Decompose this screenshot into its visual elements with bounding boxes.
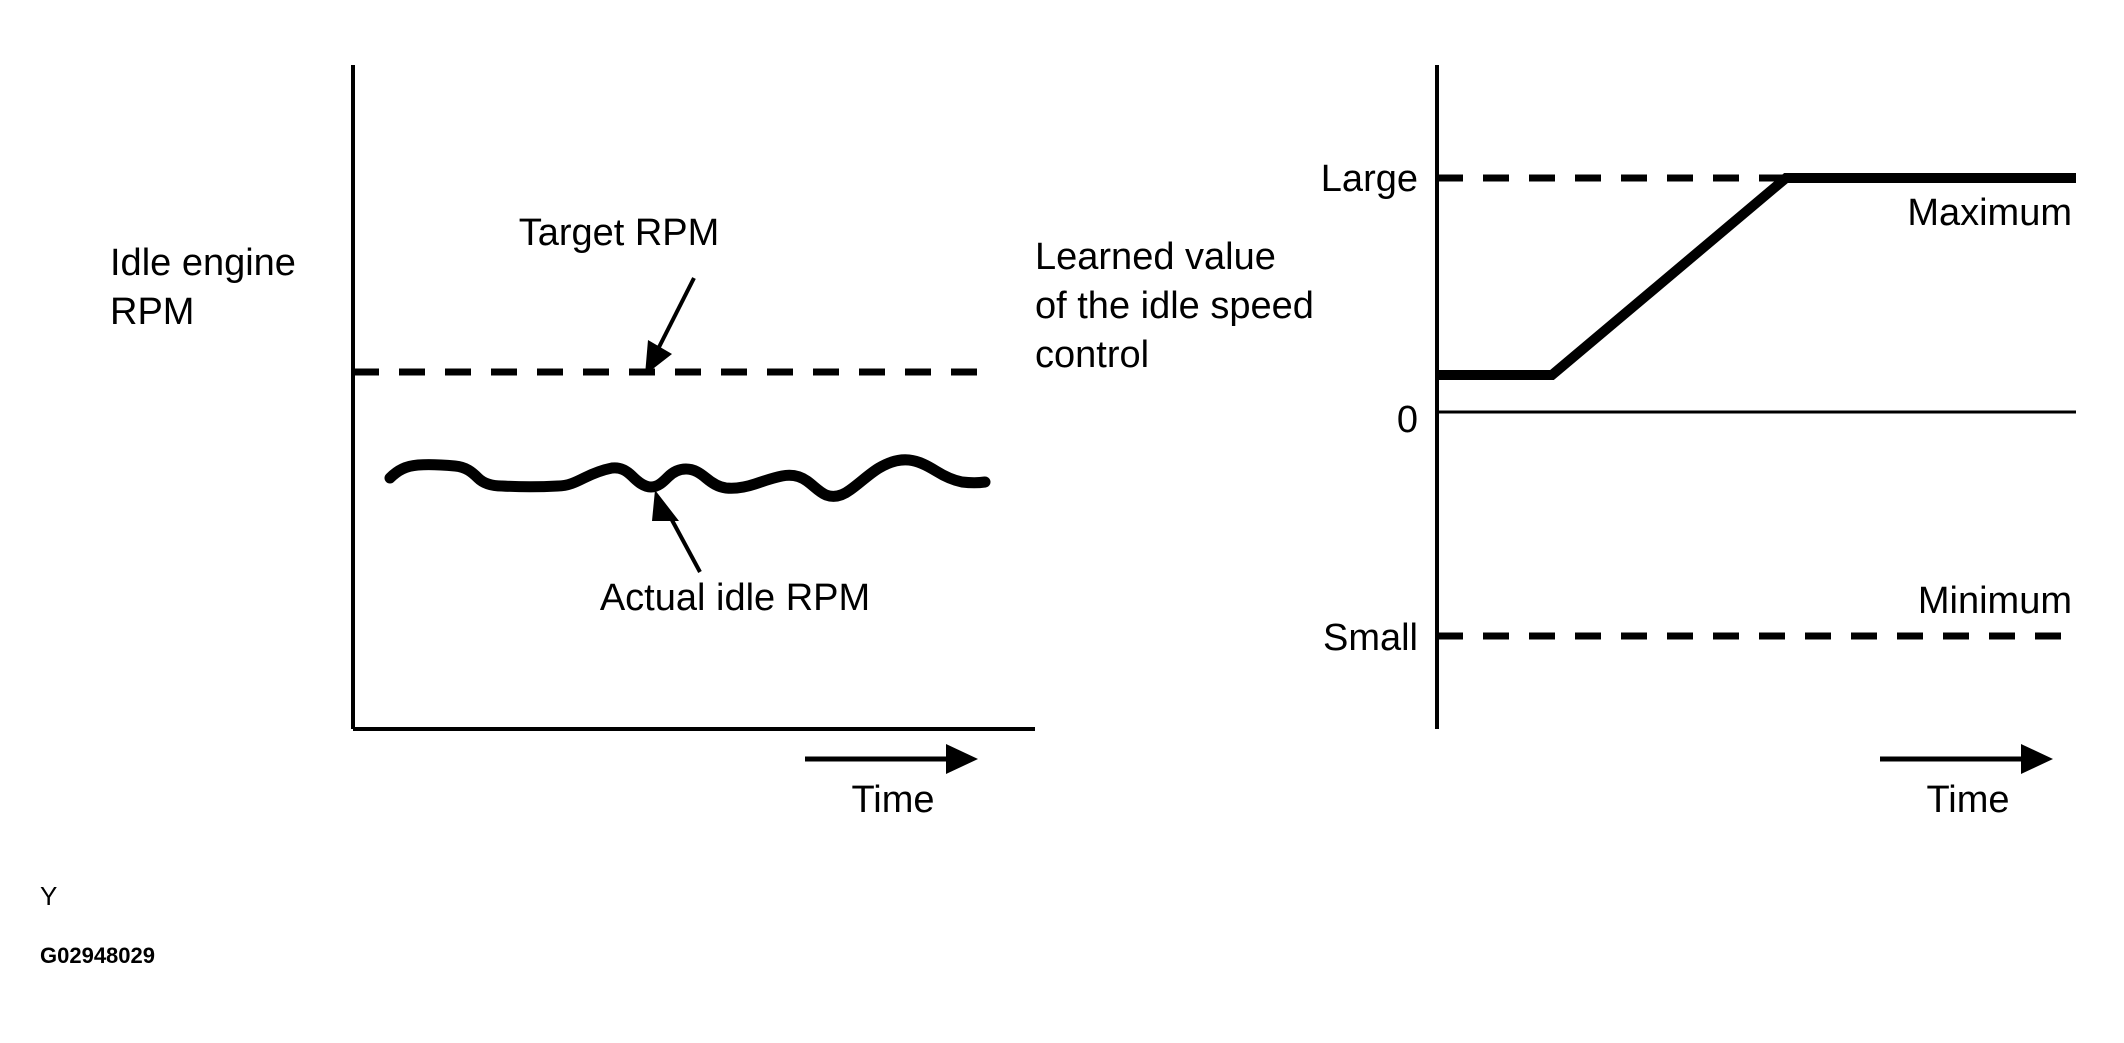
figure-mark: Y	[40, 881, 57, 911]
learned-value-block-label: Learned value of the idle speed control	[1035, 236, 1314, 376]
maximum-label: Maximum	[1907, 192, 2072, 234]
right-chart-tick-small: Small	[1323, 617, 1418, 659]
learned-value-label-line2: of the idle speed	[1035, 285, 1314, 327]
actual-idle-rpm-wave	[384, 454, 991, 502]
left-chart-y-axis-label-line1: Idle engine	[110, 242, 296, 284]
figure-code: G02948029	[40, 943, 155, 968]
left-chart-y-axis-label-line2: RPM	[110, 291, 194, 333]
learned-value-label-line1: Learned value	[1035, 236, 1276, 278]
minimum-label: Minimum	[1918, 580, 2072, 622]
right-chart-time-label: Time	[1926, 779, 2009, 821]
target-rpm-callout-line	[651, 277, 696, 360]
learned-value-ramp	[1437, 173, 2076, 380]
right-chart-time-arrow-head	[2021, 744, 2053, 774]
left-chart-group: Idle engine RPM Target RPM Actual idle R…	[110, 65, 1035, 821]
left-chart-time-arrow-head	[946, 744, 978, 774]
actual-idle-rpm-label: Actual idle RPM	[600, 577, 870, 619]
target-rpm-arrow-head	[645, 340, 672, 375]
left-chart-time-label: Time	[851, 779, 934, 821]
figure-footer: Y G02948029	[40, 881, 155, 968]
actual-idle-rpm-arrow-head	[652, 490, 679, 521]
target-rpm-label: Target RPM	[519, 212, 720, 254]
learned-value-label-line3: control	[1035, 334, 1149, 376]
right-chart-tick-large: Large	[1321, 158, 1418, 200]
right-chart-tick-zero: 0	[1397, 399, 1418, 441]
right-chart-group: Large 0 Small Maximum Minimum Time	[1321, 65, 2076, 821]
